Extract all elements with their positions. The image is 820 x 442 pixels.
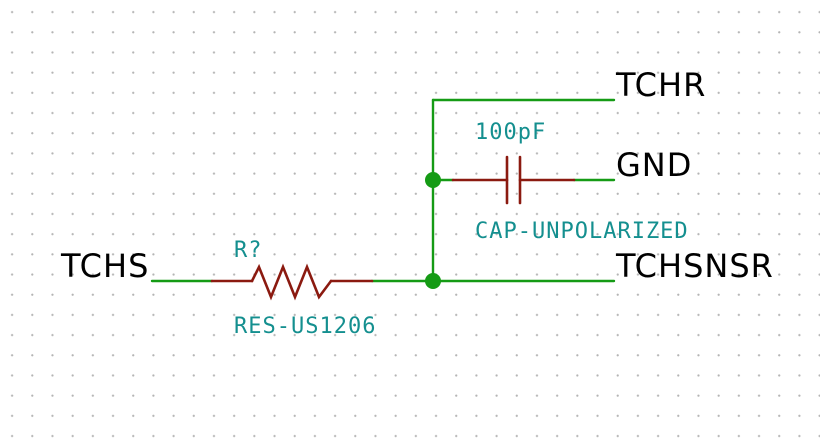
junction-dot xyxy=(425,172,441,188)
net-label-gnd[interactable]: GND xyxy=(616,146,692,184)
capacitor-part-name[interactable]: CAP-UNPOLARIZED xyxy=(475,219,689,244)
capacitor-value[interactable]: 100pF xyxy=(475,120,546,145)
resistor-reference[interactable]: R? xyxy=(234,238,263,263)
net-label-tchsnsr[interactable]: TCHSNSR xyxy=(615,247,774,285)
net-label-tchs[interactable]: TCHS xyxy=(60,247,149,285)
resistor-zigzag-icon[interactable] xyxy=(210,263,374,301)
resistor-value[interactable]: RES-US1206 xyxy=(234,314,376,339)
capacitor-unpolarized-icon[interactable] xyxy=(451,155,576,205)
net-label-tchr[interactable]: TCHR xyxy=(615,66,706,104)
junction-dot xyxy=(425,273,441,289)
